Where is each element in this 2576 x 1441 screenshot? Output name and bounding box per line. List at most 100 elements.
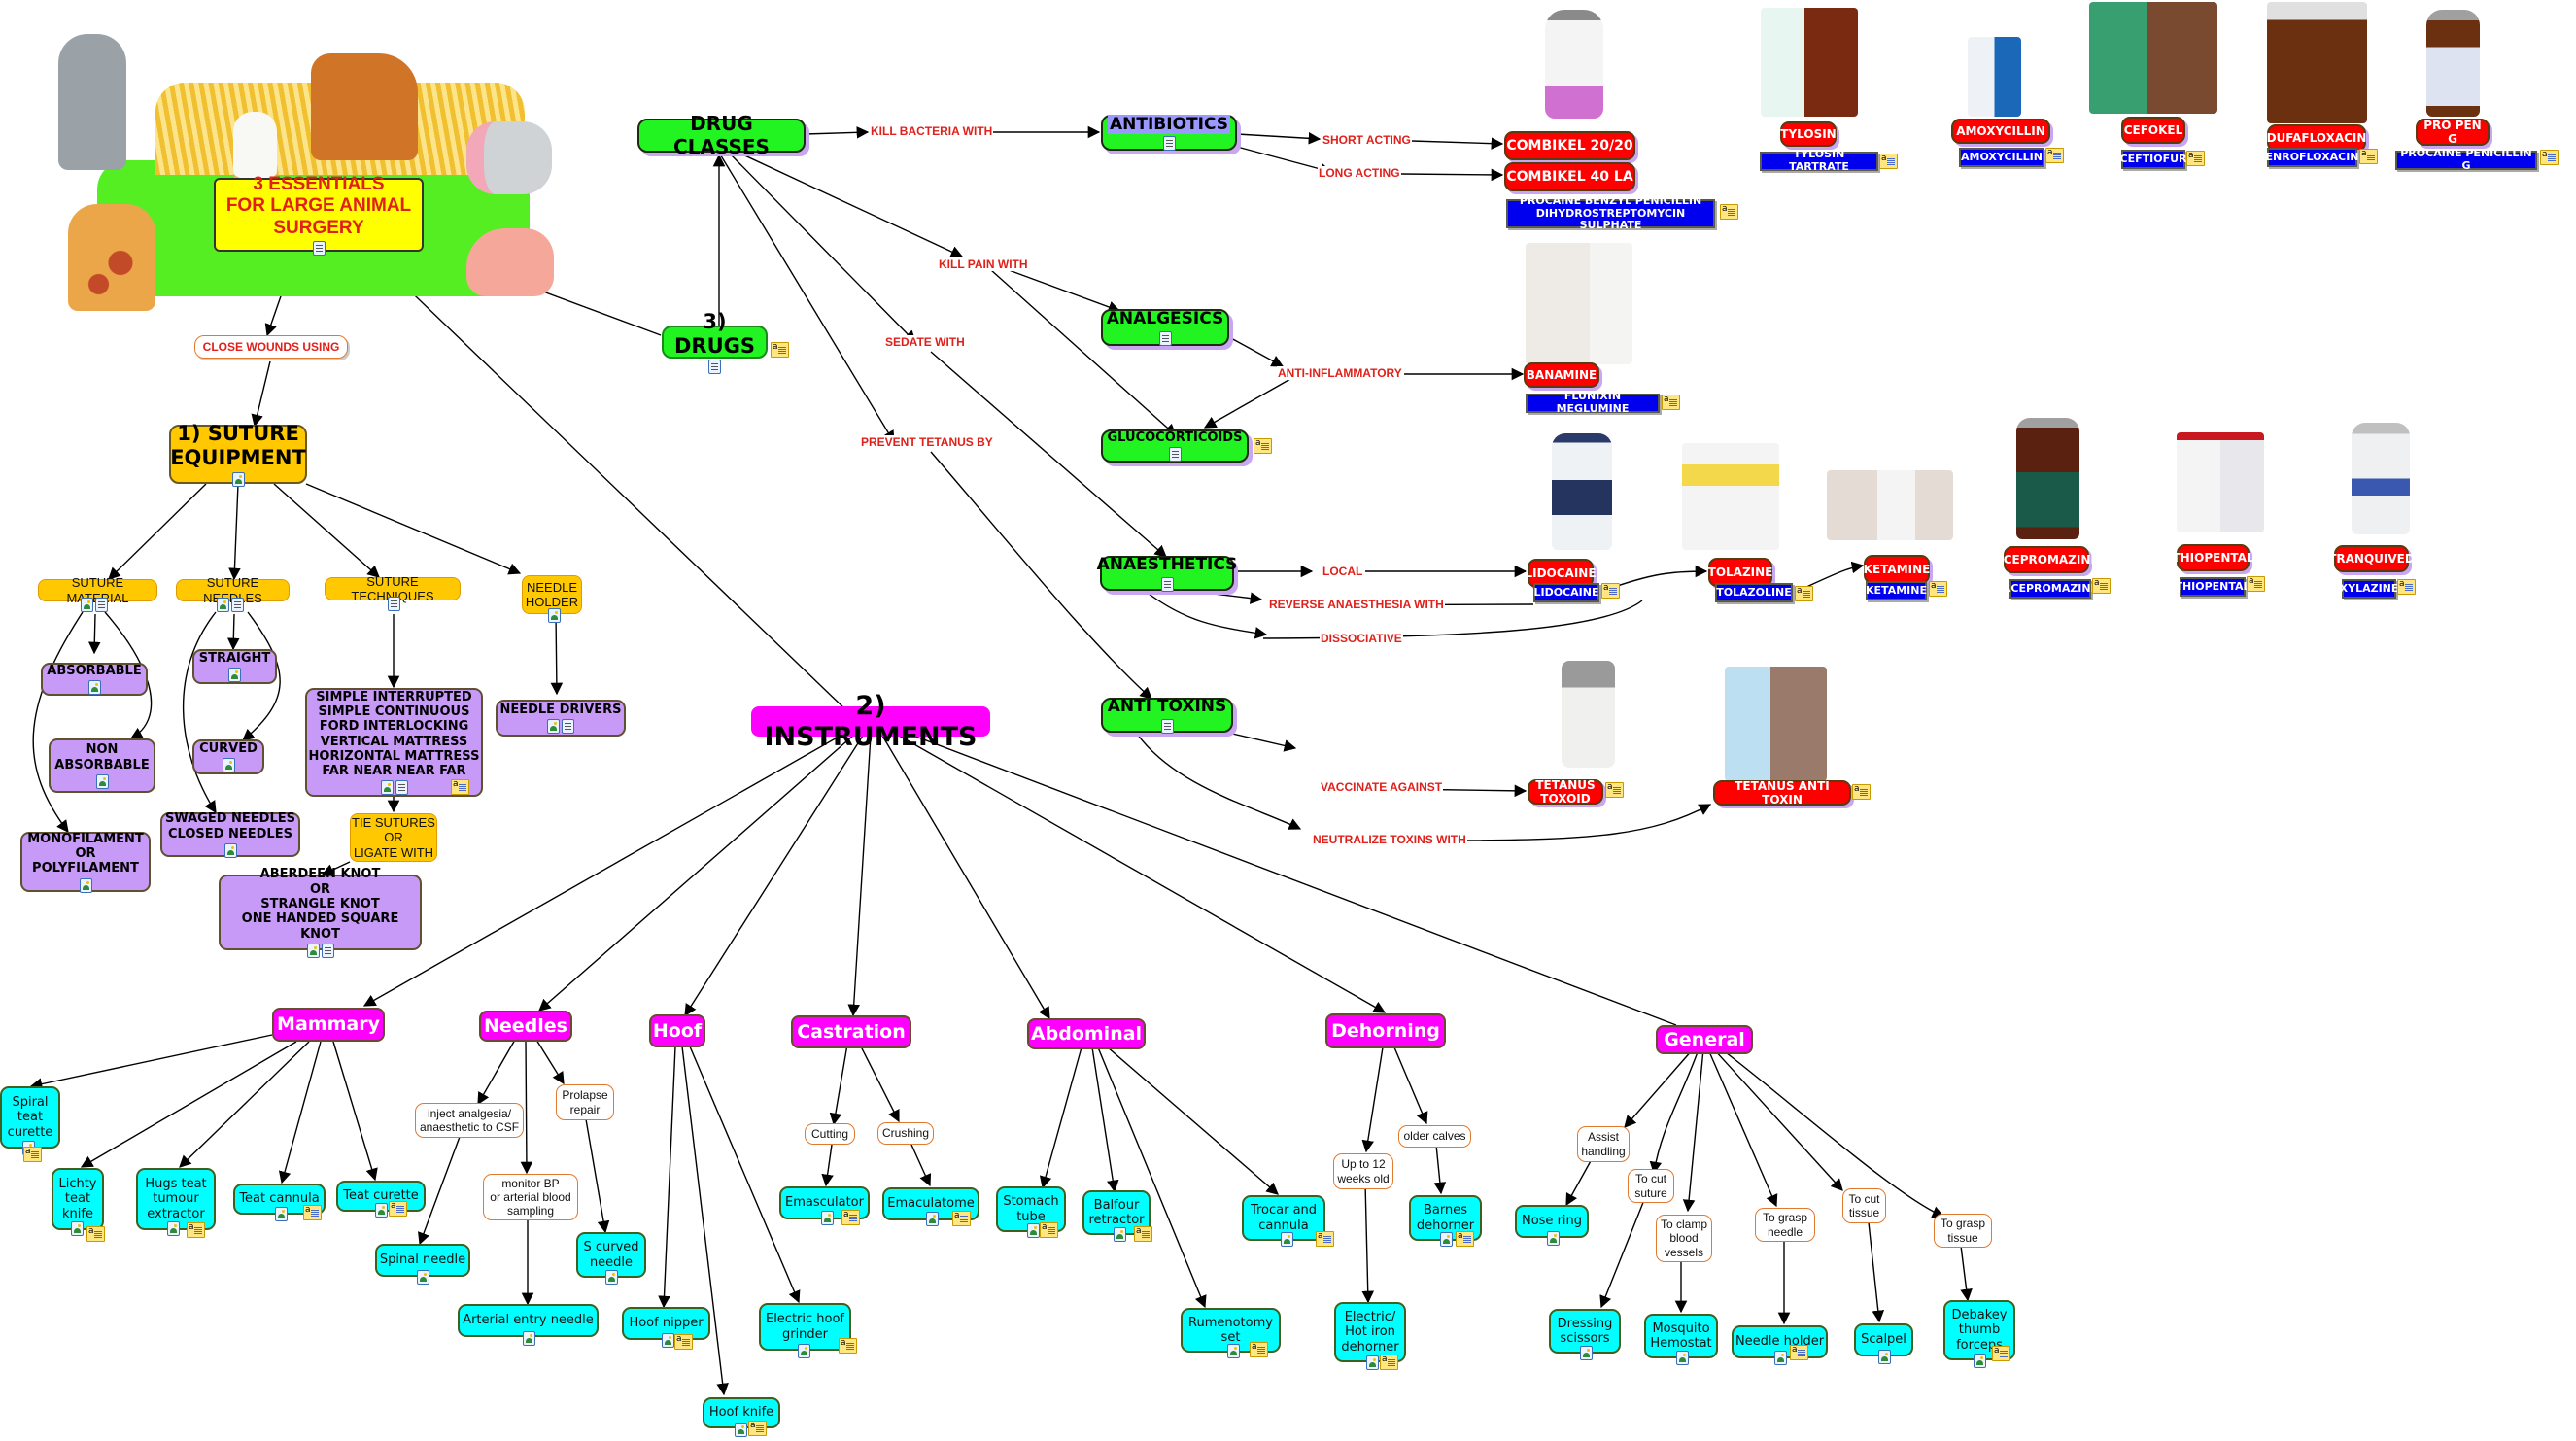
generic-flunixin[interactable]: FLUNIXIN MEGLUMINE: [1526, 390, 1660, 415]
annotation-note-icon[interactable]: a: [839, 1338, 857, 1354]
tie-sutures-node[interactable]: TIE SUTURES OR LIGATE WITH: [350, 813, 437, 862]
suture-equipment-node[interactable]: 1) SUTURE EQUIPMENT: [169, 422, 307, 487]
image-attachment-icon[interactable]: [1878, 1350, 1891, 1364]
needle-holder-node[interactable]: NEEDLE HOLDER: [522, 575, 582, 614]
document-attachment-icon[interactable]: [95, 598, 108, 612]
instrument-mosquito-hemostat[interactable]: Mosquito Hemostat: [1644, 1314, 1718, 1358]
group-needles[interactable]: Needles: [479, 1011, 572, 1042]
image-attachment-icon[interactable]: [81, 598, 93, 612]
brand-tetanus-antitoxin[interactable]: TETANUS ANTI TOXIN: [1713, 779, 1851, 806]
annotation-note-icon[interactable]: a: [1605, 782, 1624, 798]
knots-node[interactable]: ABERDEEN KNOT OR STRANGLE KNOT ONE HANDE…: [219, 867, 422, 958]
document-attachment-icon[interactable]: [1162, 136, 1176, 152]
straight-node[interactable]: STRAIGHT: [192, 649, 277, 684]
annotation-note-icon[interactable]: a: [1992, 1346, 2010, 1361]
image-attachment-icon[interactable]: [1281, 1232, 1293, 1247]
brand-tylosin[interactable]: TYLOSIN: [1780, 121, 1837, 147]
image-attachment-icon[interactable]: [71, 1221, 84, 1236]
brand-thiopental[interactable]: THIOPENTAL: [2172, 544, 2254, 571]
class-glucocorticoids[interactable]: GLUCOCORTICOIDS: [1101, 429, 1249, 463]
class-analgesics[interactable]: ANALGESICS: [1101, 309, 1229, 346]
image-attachment-icon[interactable]: [380, 780, 394, 796]
annotation-note-icon[interactable]: a: [771, 342, 789, 358]
annotation-note-icon[interactable]: a: [2186, 151, 2205, 166]
group-hoof[interactable]: Hoof: [649, 1014, 705, 1047]
brand-tranquived[interactable]: TRANQUIVED: [2328, 545, 2415, 572]
generic-xylazine[interactable]: XYLAZINE: [2340, 579, 2398, 599]
image-attachment-icon[interactable]: [217, 598, 229, 612]
instrument-electric-hot-iron-dehorner[interactable]: Electric/ Hot iron dehorner: [1334, 1302, 1406, 1362]
document-attachment-icon[interactable]: [395, 780, 408, 796]
image-attachment-icon[interactable]: [167, 1221, 180, 1236]
brand-tetanus-toxoid[interactable]: TETANUS TOXOID: [1528, 778, 1603, 806]
annotation-note-icon[interactable]: a: [1316, 1231, 1334, 1247]
annotation-note-icon[interactable]: a: [389, 1201, 407, 1217]
group-general[interactable]: General: [1656, 1025, 1753, 1054]
instrument-dressing-scissors[interactable]: Dressing scissors: [1549, 1309, 1621, 1354]
image-attachment-icon[interactable]: [306, 943, 320, 958]
image-attachment-icon[interactable]: [1027, 1223, 1040, 1238]
document-attachment-icon[interactable]: [708, 360, 721, 375]
annotation-note-icon[interactable]: a: [303, 1205, 322, 1220]
suture-techniques-list[interactable]: SIMPLE INTERRUPTED SIMPLE CONTINUOUS FOR…: [305, 688, 483, 797]
image-attachment-icon[interactable]: [735, 1423, 747, 1437]
brand-combikel-2020[interactable]: COMBIKEL 20/20: [1504, 131, 1635, 160]
generic-acepromazine[interactable]: ACEPROMAZINE: [2003, 579, 2098, 599]
instrument-arterial-entry-needle[interactable]: Arterial entry needle: [458, 1304, 599, 1337]
annotation-note-icon[interactable]: a: [1879, 154, 1898, 169]
document-attachment-icon[interactable]: [1158, 330, 1172, 346]
brand-combikel-40la[interactable]: COMBIKEL 40 LA: [1504, 162, 1635, 191]
image-attachment-icon[interactable]: [87, 680, 101, 696]
annotation-note-icon[interactable]: a: [1134, 1226, 1152, 1242]
image-attachment-icon[interactable]: [605, 1270, 618, 1285]
image-attachment-icon[interactable]: [1974, 1354, 1986, 1368]
suture-techniques-node[interactable]: SUTURE TECHNIQUES: [325, 574, 461, 603]
instruments-node[interactable]: 2) INSTRUMENTS: [751, 691, 990, 752]
image-attachment-icon[interactable]: [1366, 1355, 1379, 1370]
brand-amoxycillin[interactable]: AMOXYCILLIN: [1951, 119, 2050, 144]
class-antibiotics[interactable]: ANTIBIOTICS: [1101, 114, 1237, 152]
group-abdominal[interactable]: Abdominal: [1027, 1018, 1146, 1049]
annotation-note-icon[interactable]: a: [1929, 581, 1947, 597]
class-anaesthetics[interactable]: ANAESTHETICS: [1097, 555, 1237, 592]
document-attachment-icon[interactable]: [1160, 576, 1174, 592]
annotation-note-icon[interactable]: a: [1662, 395, 1680, 410]
generic-ceftiofur[interactable]: CEFTIOFUR: [2120, 150, 2186, 169]
image-attachment-icon[interactable]: [523, 1331, 535, 1346]
annotation-note-icon[interactable]: a: [187, 1222, 205, 1238]
instrument-hugs-teat-tumour-extractor[interactable]: Hugs teat tumour extractor: [136, 1168, 216, 1230]
annotation-note-icon[interactable]: a: [2359, 149, 2378, 164]
image-attachment-icon[interactable]: [79, 877, 92, 893]
annotation-note-icon[interactable]: a: [2397, 579, 2416, 595]
image-attachment-icon[interactable]: [1440, 1232, 1453, 1247]
brand-cefokel[interactable]: CEFOKEL: [2121, 117, 2185, 144]
annotation-note-icon[interactable]: a: [1254, 438, 1272, 454]
non-absorbable-node[interactable]: NON ABSORBABLE: [49, 738, 155, 793]
image-attachment-icon[interactable]: [1547, 1231, 1560, 1246]
annotation-note-icon[interactable]: a: [1852, 784, 1871, 800]
document-attachment-icon[interactable]: [231, 598, 244, 612]
annotation-note-icon[interactable]: a: [1040, 1222, 1058, 1238]
drugs-node[interactable]: 3) DRUGS: [662, 310, 768, 375]
image-attachment-icon[interactable]: [821, 1211, 834, 1225]
brand-tolazine[interactable]: TOLAZINE: [1708, 558, 1772, 587]
absorbable-node[interactable]: ABSORBABLE: [41, 663, 148, 696]
document-attachment-icon[interactable]: [312, 241, 326, 257]
document-attachment-icon[interactable]: [1160, 718, 1174, 734]
group-mammary[interactable]: Mammary: [272, 1008, 385, 1042]
brand-banamine[interactable]: BANAMINE: [1524, 362, 1599, 388]
group-castration[interactable]: Castration: [791, 1015, 911, 1048]
generic-amoxycillin[interactable]: AMOXYCILLIN: [1959, 148, 2044, 167]
document-attachment-icon[interactable]: [1168, 447, 1182, 463]
generic-ketamine[interactable]: KETAMINE: [1866, 581, 1927, 600]
annotation-note-icon[interactable]: a: [841, 1210, 860, 1225]
generic-lidocaine[interactable]: LIDOCAINE: [1533, 583, 1599, 602]
swaged-needles-node[interactable]: SWAGED NEEDLES CLOSED NEEDLES: [160, 811, 300, 858]
image-attachment-icon[interactable]: [1676, 1351, 1689, 1365]
instrument-lichty-teat-knife[interactable]: Lichty teat knife: [52, 1168, 104, 1230]
annotation-note-icon[interactable]: a: [674, 1334, 693, 1350]
annotation-note-icon[interactable]: a: [1795, 586, 1813, 601]
image-attachment-icon[interactable]: [1227, 1344, 1240, 1358]
annotation-note-icon[interactable]: a: [2092, 578, 2111, 594]
generic-combikel[interactable]: PROCAINE BENZYL PENICILLIN DIHYDROSTREPT…: [1506, 194, 1715, 231]
